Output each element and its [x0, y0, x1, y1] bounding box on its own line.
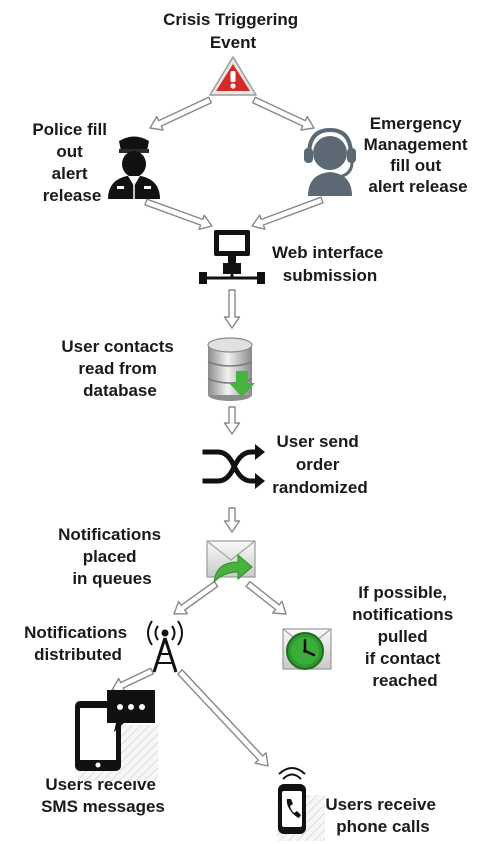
sms-label: Users receive SMS messages	[41, 775, 165, 816]
arrow-queues-to-distributed	[173, 580, 219, 615]
distributed-label: Notifications distributed	[24, 623, 132, 664]
pulled-label: If possible, notifications pulled if con…	[352, 583, 458, 690]
queues-label: Notifications placed in queues	[58, 525, 166, 588]
police-label: Police fill out alert release	[32, 120, 111, 205]
arrow-queues-to-pulled	[245, 580, 287, 615]
mail-forward-icon	[206, 540, 256, 584]
user-order-label: User send order randomized	[272, 432, 367, 497]
arrow-order-to-queues	[223, 507, 241, 533]
user-contacts-label: User contacts read from database	[61, 337, 178, 400]
network-computer-icon	[199, 230, 265, 284]
web-submission-label: Web interface submission	[272, 243, 388, 285]
emergency-management-label: Emergency Management fill out alert rele…	[364, 114, 473, 196]
arrow-distributed-to-sms	[111, 667, 155, 693]
antenna-tower-icon	[147, 620, 183, 673]
mail-clock-icon	[282, 628, 332, 670]
phone-call-icon	[277, 767, 325, 841]
shuffle-icon	[202, 444, 265, 489]
arrow-web-to-contacts	[223, 289, 241, 329]
headset-operator-icon	[304, 127, 356, 196]
connector-arrows	[111, 96, 324, 767]
warning-icon	[209, 56, 257, 96]
calls-label: Users receive phone calls	[325, 795, 440, 836]
arrow-crisis-to-emergency	[251, 96, 315, 131]
arrow-police-to-web	[144, 198, 213, 231]
police-officer-icon	[108, 136, 160, 199]
arrow-distributed-to-calls	[177, 669, 269, 767]
arrow-emergency-to-web	[251, 196, 324, 230]
crisis-event-label: Crisis Triggering Event	[163, 10, 303, 52]
arrow-crisis-to-police	[149, 96, 213, 131]
arrow-contacts-to-order	[223, 406, 241, 435]
database-icon	[207, 337, 255, 401]
tablet-sms-icon	[75, 690, 158, 781]
